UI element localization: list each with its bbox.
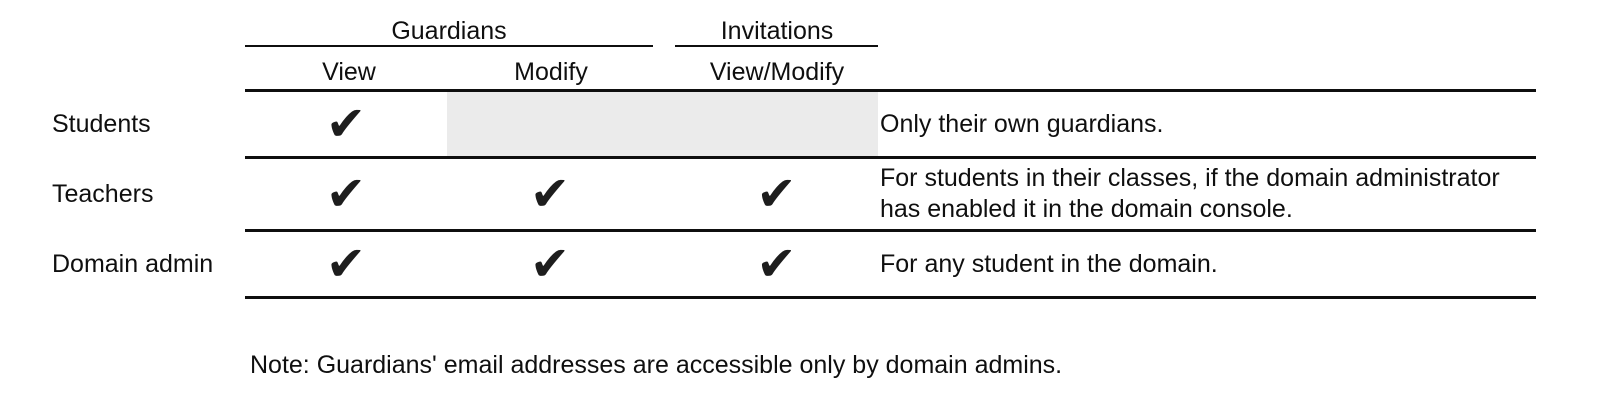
column-header-view-modify: View/Modify bbox=[709, 58, 845, 86]
table-bottom-divider bbox=[245, 296, 1536, 299]
column-group-invitations-label: Invitations bbox=[720, 17, 834, 45]
row-label-domain-admin: Domain admin bbox=[52, 249, 214, 278]
row-note-students: Only their own guardians. bbox=[880, 109, 1164, 138]
check-icon: ✔ bbox=[325, 96, 367, 152]
table-row-teachers: Teachers ✔ ✔ ✔ For students in their cla… bbox=[0, 159, 1600, 229]
footnote: Note: Guardians' email addresses are acc… bbox=[250, 351, 1063, 379]
table-row-students: Students ✔ Only their own guardians. bbox=[0, 92, 1600, 156]
column-group-guardians-label: Guardians bbox=[391, 17, 507, 45]
row-note-domain-admin: For any student in the domain. bbox=[880, 249, 1218, 278]
check-icon: ✔ bbox=[756, 166, 797, 222]
check-icon: ✔ bbox=[529, 236, 571, 292]
check-icon: ✔ bbox=[756, 236, 797, 292]
column-header-modify: Modify bbox=[514, 58, 588, 86]
empty-cell-view-modify bbox=[675, 92, 878, 156]
table-header-divider bbox=[245, 89, 1536, 92]
check-icon: ✔ bbox=[325, 236, 367, 292]
row-divider bbox=[245, 156, 1536, 159]
check-icon: ✔ bbox=[529, 166, 571, 222]
disabled-cells-region bbox=[447, 92, 878, 156]
table-row-domain-admin: Domain admin ✔ ✔ ✔ For any student in th… bbox=[0, 232, 1600, 296]
empty-cell-modify bbox=[447, 92, 653, 156]
guardians-group-underline bbox=[245, 45, 653, 47]
row-label-teachers: Teachers bbox=[52, 179, 154, 208]
row-label-students: Students bbox=[52, 109, 151, 138]
row-note-teachers: For students in their classes, if the do… bbox=[880, 164, 1500, 223]
row-divider bbox=[245, 229, 1536, 232]
column-header-view: View bbox=[322, 58, 376, 86]
invitations-group-underline bbox=[675, 45, 878, 47]
check-icon: ✔ bbox=[325, 166, 367, 222]
